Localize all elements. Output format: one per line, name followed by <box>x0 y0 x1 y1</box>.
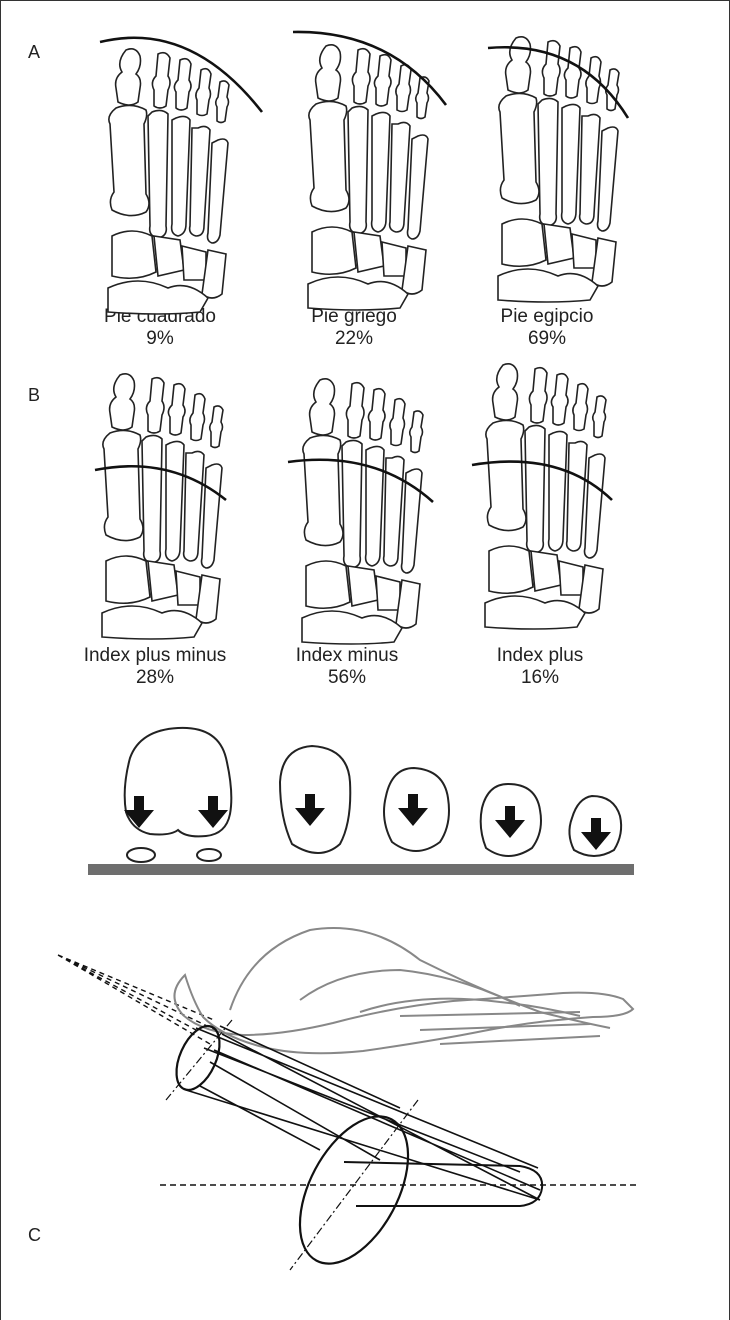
index-type-caption-plus: Index plus 16% <box>455 645 625 689</box>
index-type-name: Index plus <box>496 645 584 666</box>
index-type-caption-plus-minus: Index plus minus 28% <box>60 645 250 689</box>
foot-type-percent: 9% <box>146 328 174 349</box>
foot-type-caption-egyptian: Pie egipcio 69% <box>472 306 622 350</box>
metatarsal-line-arc-plus-minus <box>94 464 227 502</box>
foot-type-percent: 22% <box>334 328 374 349</box>
foot-type-percent: 69% <box>527 328 567 349</box>
metatarsal-cross-sections <box>123 726 623 863</box>
toe-line-arc-square <box>99 36 264 113</box>
foot-type-name: Pie griego <box>311 306 397 327</box>
index-type-caption-minus: Index minus 56% <box>262 645 432 689</box>
foot-skeleton-square <box>107 48 230 315</box>
index-type-name: Index plus minus <box>83 645 227 666</box>
panel-b-letter: B <box>28 385 41 405</box>
foot-skeleton-greek <box>307 44 430 311</box>
foot-skeleton-index-plus <box>484 363 607 630</box>
index-type-percent: 56% <box>327 667 367 688</box>
foot-skeleton-egyptian <box>497 36 620 303</box>
ground-bar <box>88 864 634 875</box>
foot-skeleton-index-minus <box>301 378 424 645</box>
foot-skeleton-index-plus-minus <box>101 373 224 640</box>
metatarsal-line-arc-minus <box>287 458 434 503</box>
panel-c-letter: C <box>28 1225 41 1245</box>
index-type-percent: 16% <box>520 667 560 688</box>
toe-line-arc-greek <box>292 30 448 106</box>
index-type-name: Index minus <box>295 645 399 666</box>
foot-type-caption-greek: Pie griego 22% <box>279 306 429 350</box>
toe-line-arc-egyptian <box>487 45 630 119</box>
radiographic-projection <box>57 927 640 1271</box>
metatarsal-line-arc-plus <box>471 460 613 501</box>
index-type-percent: 28% <box>135 667 175 688</box>
foot-type-name: Pie egipcio <box>500 306 594 327</box>
panel-a-letter: A <box>28 42 41 62</box>
